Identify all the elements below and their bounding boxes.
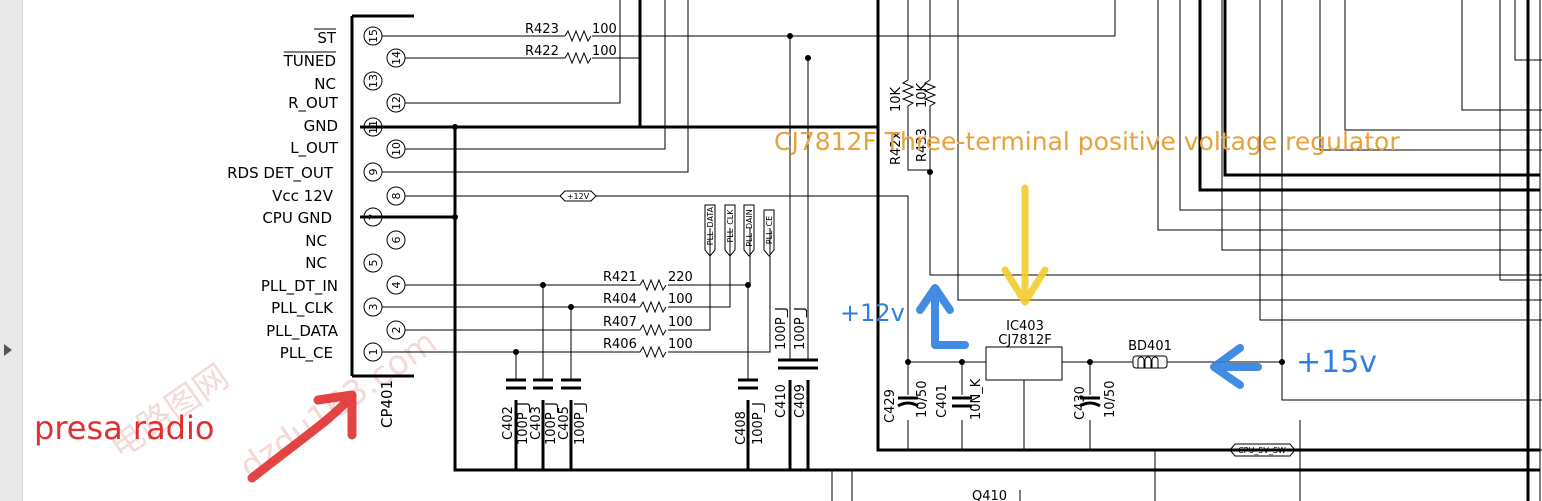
capacitor-ref: C409 [793,384,808,418]
red-arrow-icon [247,390,357,483]
pin-label: L_OUT [290,139,339,158]
connector-cp401: CP401 [350,14,414,428]
capacitor-value: 100P_J [774,307,789,350]
pin-number: 6 [390,237,403,244]
blue-up-arrow-icon [916,284,969,349]
pin-number: 4 [390,282,403,289]
yellow-down-arrow-icon [1001,184,1049,306]
regulator-ic403: IC403 CJ7812F [985,319,1063,381]
capacitor-value: 100P_J [544,402,559,445]
capacitor-value: 10N_K [969,378,984,420]
capacitor-ref: C403 [529,406,544,440]
pin-number: 1 [367,349,380,356]
resistor-ref: R406 [603,337,637,352]
net-tag: PLL_DAIN [745,209,754,247]
pin-number: 14 [390,51,403,65]
resistor-ref: R433 [915,128,930,162]
pin-label: NC [314,75,336,93]
net-tag: PLL_DATA [706,206,715,245]
pin-number: 2 [390,327,403,334]
net-tags: +12V PLL_DATA PLL_CLK PLL_DAIN PLL_CE CP… [559,190,1296,457]
annotations: CJ7812F Three-terminal positive voltage … [34,127,1400,483]
resistor-ref: R422 [525,44,559,59]
capacitor-ref: C401 [935,384,950,418]
pin-label: NC [305,232,327,250]
capacitor-ref: C430 [1073,386,1088,420]
regulator-note: CJ7812F Three-terminal positive voltage … [774,127,1400,156]
pin-label: PLL_DATA [266,322,339,341]
net-tag: PLL_CLK [726,209,735,243]
capacitor-value: 10/50 [1103,381,1118,418]
resistor-ref: R42x [889,131,904,165]
pin-label: RDS DET_OUT [227,164,334,183]
resistor-ref: R421 [603,270,637,285]
capacitor-ref: C402 [501,406,516,440]
pin-number: 10 [390,142,403,156]
regulator-part: CJ7812F [998,333,1051,348]
capacitor-value: 100P_J [573,402,588,445]
pin-label: PLL_CE [280,344,333,363]
resistors: R423 100 R422 100 R421 220 R404 100 R407… [525,22,937,359]
capacitor-value: 10/50 [915,381,930,418]
pin-number: 15 [367,29,380,43]
viewer-left-gutter [0,0,23,501]
plus12-note: +12v [840,299,905,327]
capacitor-ref: C408 [734,411,749,445]
transistor-q410: Q410 [972,489,1007,501]
capacitor-value: 100P_J [793,307,808,350]
pin-number: 12 [390,96,403,110]
pin-number: 8 [390,193,403,200]
socket-note: presa radio [34,409,214,447]
resistor-ref: R423 [525,22,559,37]
pin-circles: 15 14 13 12 11 10 9 8 7 6 5 4 3 2 1 [363,26,406,362]
pin-number: 9 [367,169,380,176]
blue-left-arrow-icon [1210,344,1262,389]
pin-label: TUNED [283,52,336,70]
pin-label: PLL_CLK [271,299,334,318]
resistor-value: 220 [668,270,693,285]
connector-ref: CP401 [378,380,396,428]
pin-number: 3 [367,304,380,311]
resistor-value: 100 [668,337,693,352]
resistor-value: 10K [889,86,904,112]
capacitors: C402 100P_J C403 100P_J C405 100P_J C408… [501,307,1118,445]
pin-label: Vcc 12V [272,187,334,205]
regulator-ref: IC403 [1006,319,1044,334]
net-tag: PLL_CE [765,216,774,244]
pin-label: R_OUT [288,94,339,113]
capacitor-value: 100P_J [751,402,766,445]
net-tag: CPU_5V_SW [1238,446,1286,455]
ground-buses [360,0,1540,501]
pin-number: 13 [367,74,380,88]
pin-label: CPU GND [262,209,332,227]
pin-label: GND [304,117,338,135]
capacitor-ref: C410 [774,384,789,418]
resistor-ref: R407 [603,315,637,330]
resistor-value: 100 [668,292,693,307]
plus15-note: +15v [1296,345,1377,380]
pin-label: ST [317,29,337,47]
pin-labels: ST TUNED NC R_OUT GND L_OUT RDS DET_OUT … [227,28,339,363]
pin-label: NC [305,254,327,272]
resistor-value: 10K [915,82,930,108]
resistor-value: 100 [592,44,617,59]
resistor-value: 100 [592,22,617,37]
resistor-value: 100 [668,315,693,330]
pin-number: 5 [367,260,380,267]
capacitor-ref: C405 [557,406,572,440]
transistor-ref: Q410 [972,489,1007,501]
bead-ref: BD401 [1128,339,1172,354]
junction-dots [452,33,1285,365]
net-tag: +12V [567,192,590,201]
pin-label: PLL_DT_IN [261,277,338,296]
resistor-ref: R404 [603,292,637,307]
bead-bd401: BD401 [1128,339,1172,369]
capacitor-ref: C429 [883,389,898,423]
expand-panel-arrow-icon[interactable] [4,344,12,356]
capacitor-value: 100P_J [516,402,531,445]
